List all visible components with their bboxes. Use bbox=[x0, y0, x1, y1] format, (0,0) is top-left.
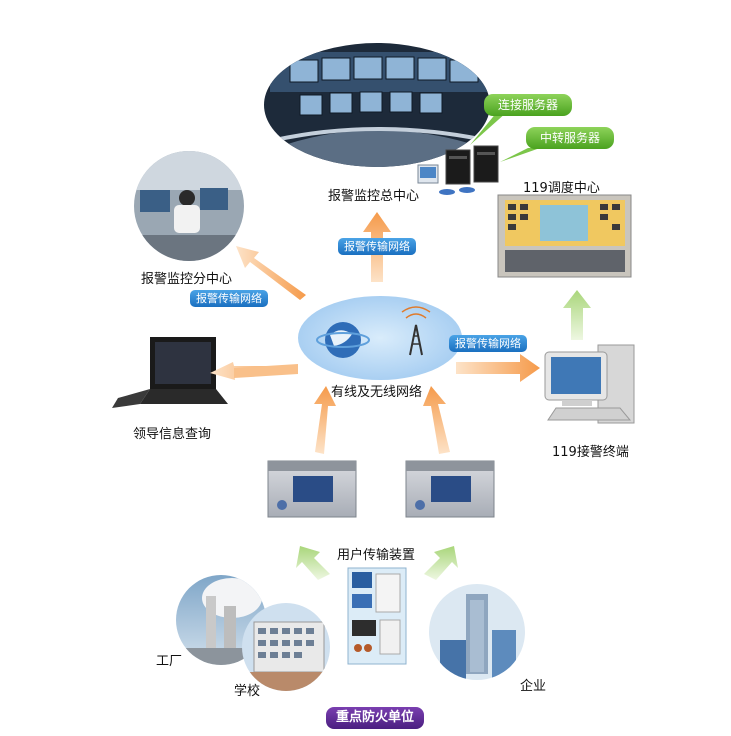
relay-server-label: 中转服务器 bbox=[526, 127, 615, 149]
leader-label: 领导信息查询 bbox=[133, 427, 212, 442]
arrow-right-panel-up bbox=[423, 386, 450, 454]
branch-link-label: 报警传输网络 bbox=[190, 290, 268, 307]
enterprise-label: 企业 bbox=[520, 679, 547, 694]
school-label: 学校 bbox=[234, 684, 261, 699]
dispatch-center-image bbox=[497, 194, 632, 278]
network-hub bbox=[298, 296, 462, 380]
transmission-panel-right bbox=[405, 460, 495, 518]
globe-icon bbox=[316, 322, 370, 358]
dispatch-label: 119调度中心 bbox=[523, 181, 600, 196]
user-transmission-device-image bbox=[347, 567, 407, 665]
arrow-to-terminal bbox=[456, 354, 540, 382]
terminal-link-label: 报警传输网络 bbox=[449, 335, 527, 352]
arrow-to-leader bbox=[210, 362, 298, 380]
transmission-panel-left bbox=[267, 460, 357, 518]
connect-server-label: 连接服务器 bbox=[484, 94, 573, 116]
arrow-device-right-up bbox=[424, 546, 458, 580]
wireless-tower-icon bbox=[401, 306, 431, 356]
device-label: 用户传输装置 bbox=[337, 548, 416, 563]
terminal-computer-icon bbox=[544, 344, 635, 424]
enterprise-image bbox=[429, 584, 525, 680]
terminal-label: 119接警终端 bbox=[552, 445, 629, 460]
arrow-device-left-up bbox=[296, 546, 330, 580]
arrow-left-panel-up bbox=[314, 386, 336, 454]
factory-label: 工厂 bbox=[156, 654, 183, 669]
key-units-label: 重点防火单位 bbox=[326, 707, 425, 729]
arrow-to-branch bbox=[236, 246, 306, 300]
branch-center-image bbox=[134, 151, 244, 261]
hq-link-label: 报警传输网络 bbox=[338, 238, 416, 255]
laptop-icon bbox=[112, 337, 228, 408]
network-label: 有线及无线网络 bbox=[331, 385, 423, 400]
server-icon bbox=[417, 145, 499, 195]
hq-label: 报警监控总中心 bbox=[328, 189, 420, 204]
branch-label: 报警监控分中心 bbox=[141, 272, 233, 287]
arrow-to-dispatch bbox=[563, 290, 591, 340]
